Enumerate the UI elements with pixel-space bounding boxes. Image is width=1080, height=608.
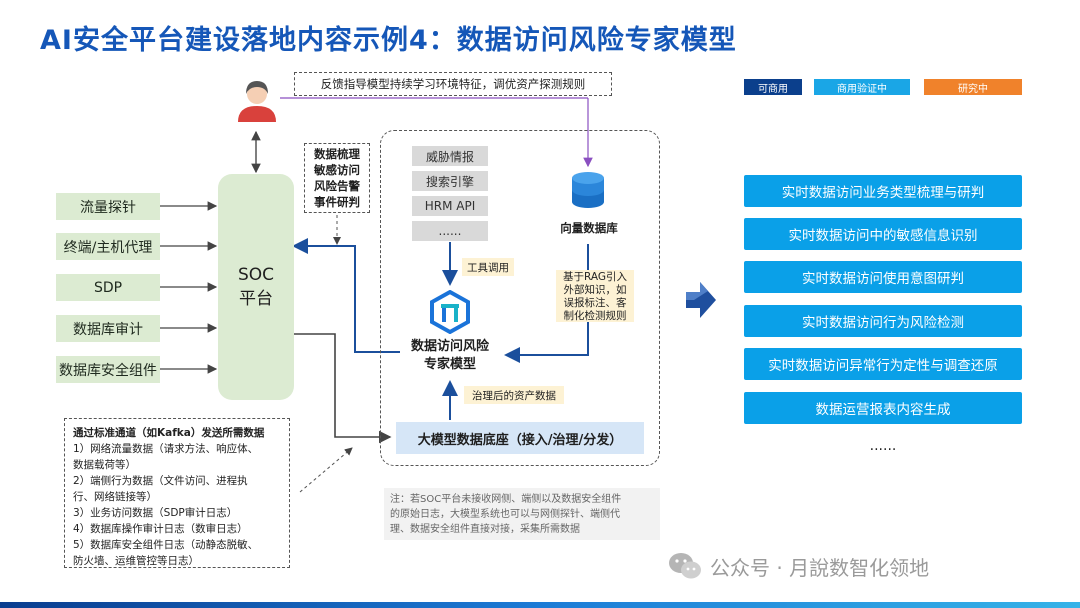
rag-note-line: 误报标注、客 [563,297,627,309]
vector-db-label: 向量数据库 [560,221,618,235]
llm-data-base: 大模型数据底座（接入/治理/分发） [396,422,644,454]
legend-commercial: 可商用 [744,79,802,95]
model-label: 数据访问风险 专家模型 [400,338,500,374]
channel-note-line: 数据载荷等） [73,459,136,471]
rag-note-line: 外部知识，如 [563,284,627,296]
tool-more: ...... [412,221,488,241]
legend-validating-label: 商用验证中 [837,83,887,95]
soc-task: 敏感访问 [314,163,360,177]
source-db-audit: 数据库审计 [56,315,160,342]
channel-note-line: 防火墙、运维管控等日志） [73,555,199,567]
channel-note-line: 3）业务访问数据（SDP审计日志） [73,507,238,519]
model-label-line: 专家模型 [423,357,476,372]
soc-label-1: SOC [237,265,275,285]
legend-commercial-label: 可商用 [758,83,788,95]
soc-tasks-note: 数据梳理 敏感访问 风险告警 事件研判 [304,143,370,213]
channel-note-line: 行、网络链接等） [73,491,157,503]
source-db-security: 数据库安全组件 [56,356,160,383]
database-icon [572,172,604,208]
model-label-line: 数据访问风险 [410,339,489,354]
capability-item: 实时数据访问使用意图研判 [744,261,1022,293]
channel-note-line: 2）端侧行为数据（文件访问、进程执 [73,475,248,487]
soc-task: 数据梳理 [314,147,360,161]
tool-hrm-api: HRM API [412,196,488,216]
capability-item: 实时数据访问异常行为定性与调查还原 [744,348,1022,380]
feedback-note: 反馈指导模型持续学习环境特征，调优资产探测规则 [294,72,612,96]
wechat-icon [669,553,701,579]
source-sdp: SDP [56,274,160,301]
watermark-text: 公众号 · 月說数智化领地 [710,555,930,580]
rag-note: 基于RAG引入 外部知识，如 误报标注、客 制化检测规则 [556,270,634,322]
soc-task: 风险告警 [314,179,360,193]
footnote-line: 理、数据安全组件直接对接，采集所需数据 [390,524,580,535]
legend-validating: 商用验证中 [814,79,910,95]
watermark: 公众号 · 月說数智化领地 [668,550,929,582]
model-logo-icon [430,290,470,334]
channel-note-line: 1）网络流量数据（请求方法、响应体、 [73,443,259,455]
channel-note-line: 5）数据库安全组件日志（动静态脱敏、 [73,539,259,551]
source-endpoint-agent: 终端/主机代理 [56,233,160,260]
source-traffic-probe: 流量探针 [56,193,160,220]
tool-search-engine: 搜索引擎 [412,171,488,191]
tool-call-label: 工具调用 [462,258,514,276]
user-icon [238,81,276,122]
soc-task: 事件研判 [314,195,360,209]
model-system-region [380,130,660,466]
channel-note-line: 4）数据库操作审计日志（数审日志） [73,523,248,535]
rag-note-line: 制化检测规则 [563,310,627,322]
footnote: 注：若SOC平台未接收网侧、端侧以及数据安全组件 的原始日志，大模型系统也可以与… [384,488,660,540]
soc-platform: SOC 平台 [218,174,294,400]
footnote-line: 的原始日志，大模型系统也可以与网侧探针、端侧代 [390,509,620,520]
capability-item: 实时数据访问中的敏感信息识别 [744,218,1022,250]
capability-item: 数据运营报表内容生成 [744,392,1022,424]
capability-item: 实时数据访问行为风险检测 [744,305,1022,337]
tool-threat-intel: 威胁情报 [412,146,488,166]
channel-note-title: 通过标准通道（如Kafka）发送所需数据 [73,427,265,439]
soc-label-2: 平台 [239,289,273,309]
capability-more: ...... [869,438,897,454]
bottom-bar [0,602,1080,608]
capability-item: 实时数据访问业务类型梳理与研判 [744,175,1022,207]
governed-data-label: 治理后的资产数据 [464,386,564,404]
channel-note: 通过标准通道（如Kafka）发送所需数据 1）网络流量数据（请求方法、响应体、 … [64,418,290,568]
flow-arrow-icon [686,282,716,318]
page-title: AI安全平台建设落地内容示例4：数据访问风险专家模型 [40,25,737,56]
rag-note-line: 基于RAG引入 [562,271,627,283]
legend-research-label: 研究中 [958,83,988,95]
footnote-line: 注：若SOC平台未接收网侧、端侧以及数据安全组件 [390,494,622,505]
legend-research: 研究中 [924,79,1022,95]
